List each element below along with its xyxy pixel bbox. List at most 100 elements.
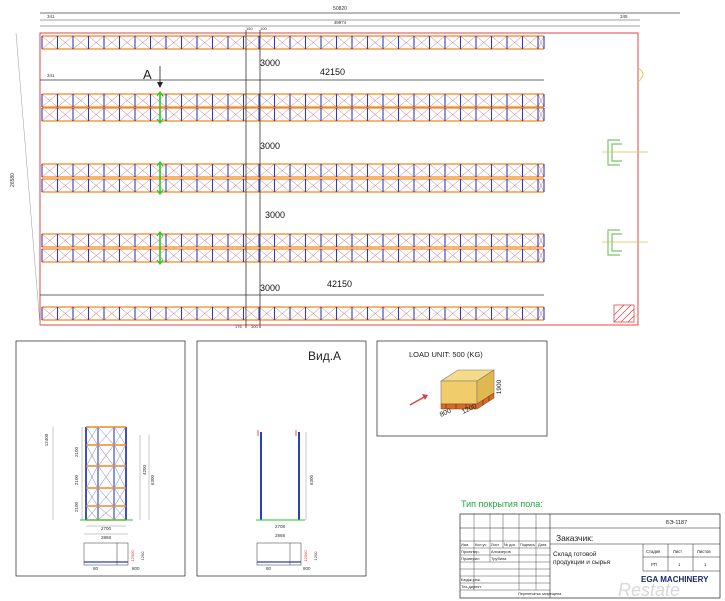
view-a-title: Вид.А (308, 349, 341, 363)
stage-label: Стадия (646, 549, 660, 554)
load-unit-frame (376, 340, 548, 437)
aisle-a-label: 150 (246, 26, 253, 31)
role-2: Проверил (461, 556, 480, 561)
view-a-frame (196, 340, 367, 577)
header-date: Дата (538, 543, 547, 547)
front-brace (98, 466, 114, 488)
overall-width-label: 2868 (101, 535, 112, 540)
rack-row-2-strip-2 (41, 107, 545, 122)
pallet-slats (445, 396, 490, 409)
sheet-value: 1 (678, 562, 681, 567)
doc-code: БЭ-1187 (666, 520, 687, 526)
header-sign: Подпись (520, 543, 535, 547)
role-1: Проектир. (461, 549, 480, 554)
base-plan-frame (83, 542, 129, 566)
bottom-dim-a: 176 (235, 324, 242, 329)
rack-row-4-clearance-marker (156, 231, 164, 265)
load-length-label: 800 (439, 407, 453, 418)
front-brace (114, 466, 126, 488)
warehouse-plan: 50820 341 345 49974 150 100 26580 (10, 6, 680, 329)
load-unit-title: LOAD UNIT: 500 (KG) (409, 350, 483, 359)
right-offset-label: 345 (620, 14, 628, 19)
level-height-3: 2100 (74, 501, 79, 512)
view-a-overall-width: 2868 (275, 533, 286, 538)
rack-row-3-strip-2 (41, 178, 545, 193)
view-a-depth-label: 1200 (313, 551, 318, 561)
view-a-marker: А (143, 67, 152, 82)
rack-row-4-strip-2 (41, 248, 545, 263)
level-height-1: 2100 (74, 446, 79, 457)
reprint-note: Перепечатка запрещена (518, 592, 562, 596)
depth-label: 1200 (140, 551, 145, 561)
floor-type-label: Тип покрытия пола: (461, 499, 543, 509)
front-brace (86, 427, 98, 445)
rack-row-4 (41, 231, 545, 265)
aisle-b-label: 100 (260, 26, 267, 31)
customer-label: Заказчик: (556, 533, 593, 543)
side-dimension-line (15, 32, 41, 326)
red-dim-label: 12000 (130, 550, 135, 562)
top-height-label: 4200 (142, 464, 147, 475)
brand-watermark-logo: Restate (618, 580, 680, 600)
name-1: Алхазеров (491, 549, 511, 554)
bottom-dim-b: 100 (251, 324, 258, 329)
aisle-label-4: 3000 (260, 283, 280, 293)
view-a-red-label: 12000 (303, 550, 308, 562)
rack-rows (41, 35, 545, 321)
front-brace (98, 506, 114, 520)
row2-offset-label: 341 (47, 73, 55, 78)
front-elevation-panel: 12400 2100 2100 2100 4200 6300 2700 2868… (15, 340, 186, 577)
main-length-label: 49974 (334, 20, 347, 25)
view-a-bay-width: 2708 (275, 524, 286, 529)
stair-hatch (613, 304, 635, 323)
rack-row-3-strip-1 (41, 163, 545, 178)
rack-row-1-strip-1 (41, 35, 545, 50)
pallet-box-front (440, 380, 478, 405)
bay-width-label: 2700 (101, 526, 112, 531)
view-a-base-dim-2: 800 (303, 566, 311, 571)
front-brace (98, 445, 114, 466)
rack-row-5-strip-1 (41, 306, 545, 321)
title-block-frame (459, 513, 721, 599)
view-a-panel: Вид.А 6300 2708 2868 80 800 12000 1200 (196, 340, 367, 577)
front-brace (98, 488, 114, 506)
role-5: Бюдж.реж. (461, 577, 481, 582)
sheets-value: 1 (704, 562, 707, 567)
header-doc: № док (504, 543, 515, 547)
sheets-label: Листов (697, 549, 711, 554)
front-brace (86, 466, 98, 488)
front-brace (86, 488, 98, 506)
header-kol: Кол.уч (475, 543, 486, 547)
role-6: Тех.директ. (461, 584, 482, 589)
load-direction-arrow (409, 395, 427, 406)
load-unit-panel: LOAD UNIT: 500 (KG) 1900 800 1200 (376, 340, 548, 437)
upright-height-label: 6300 (150, 474, 155, 485)
aisle-label-1: 3000 (260, 58, 280, 68)
load-height-label: 1900 (496, 379, 503, 394)
rack-row-2 (41, 91, 545, 124)
run-length-label-1: 42150 (320, 67, 345, 77)
loading-door-2 (602, 229, 648, 256)
header-izm: Изм. (461, 543, 469, 547)
front-brace (114, 488, 126, 506)
stage-value: РП (651, 562, 657, 567)
header-list: Лист (491, 543, 500, 547)
view-a-base-frame (256, 542, 302, 566)
front-brace (86, 445, 98, 466)
rack-row-2-clearance-marker (156, 91, 164, 124)
level-height-2: 2100 (74, 474, 79, 485)
rack-row-4-strip-1 (41, 233, 545, 248)
building-outline (39, 32, 639, 326)
front-brace (114, 506, 126, 520)
sheet-label: Лист (673, 549, 682, 554)
front-elevation-frame (15, 340, 186, 577)
view-a-base-dim-1: 80 (266, 566, 272, 571)
aisle-label-2: 3000 (260, 141, 280, 151)
view-arrow-head (157, 82, 163, 88)
front-brace (86, 506, 98, 520)
base-dim-1: 80 (93, 566, 99, 571)
overall-length-label: 50820 (333, 6, 347, 12)
project-title-line1: Склад готовой продукции и сырья (553, 550, 611, 566)
